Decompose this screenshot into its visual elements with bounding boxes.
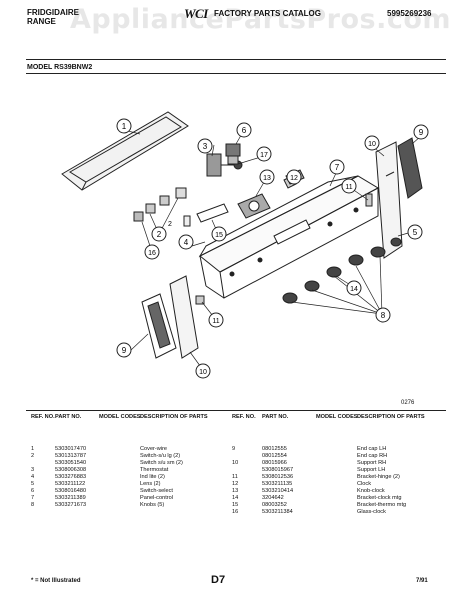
callout-12: 12: [286, 169, 302, 185]
callout-10-left: 10: [195, 363, 211, 379]
model-label: MODEL RS39BNW2: [27, 64, 93, 71]
callout-13: 13: [259, 169, 275, 185]
callout-label: 5: [413, 228, 418, 237]
callout-label: 12: [290, 175, 298, 182]
callout-label: 4: [184, 238, 189, 247]
part-knobs: [282, 237, 402, 304]
col-desc-left: DESCRIPTION OF PARTS: [140, 414, 208, 420]
part-bracket-hinge: [195, 193, 373, 305]
callout-2-lower: 2: [168, 221, 172, 228]
callout-label: 9: [122, 346, 127, 355]
document-number: 5995269236: [387, 9, 432, 18]
callouts: 1 2 3 4 5 6 7 8 9 9 10 10 11 11 12 13 14…: [116, 118, 429, 379]
callout-2: 2: [151, 226, 167, 242]
table-top-rule: [26, 410, 446, 411]
callout-5: 5: [407, 224, 423, 240]
part-support-rh: [375, 137, 423, 259]
callout-label: 11: [345, 184, 352, 191]
col-model-left: MODEL CODES: [99, 414, 141, 420]
callout-label: 1: [122, 122, 127, 131]
footnote: * = Not Illustrated: [31, 578, 81, 584]
callout-11-left: 11: [208, 312, 224, 328]
wci-logo: WCI: [184, 6, 208, 21]
col-desc-right: DESCRIPTION OF PARTS: [357, 414, 425, 420]
col-ref-right: REF. NO.: [232, 414, 256, 420]
callout-label: 2: [157, 230, 162, 239]
callout-label: 7: [335, 163, 340, 172]
callout-label: 17: [260, 152, 268, 159]
callout-label: 14: [350, 286, 358, 293]
callout-label: 15: [215, 232, 223, 239]
part-switch-select: [225, 143, 241, 165]
callout-3: 3: [197, 138, 213, 154]
callout-8: 8: [375, 307, 391, 323]
callout-9-left: 9: [116, 342, 132, 358]
product-type: RANGE: [27, 17, 56, 26]
callout-15: 15: [211, 226, 227, 242]
col-part-right: PART NO.: [262, 414, 289, 420]
part-cover-wire: [61, 111, 189, 191]
col-part-left: PART NO.: [55, 414, 82, 420]
part-switches: [133, 187, 191, 227]
brand-name: FRIDGIDAIRE: [27, 8, 79, 17]
revision-date: 7/91: [416, 578, 428, 584]
page-number: D7: [211, 574, 226, 586]
callout-label: 6: [242, 126, 247, 135]
callout-label: 10: [199, 369, 207, 376]
leader-lines: [123, 129, 422, 371]
callout-10-right: 10: [364, 135, 380, 151]
exploded-parts-diagram: 1 2 3 4 5 6 7 8 9 9 10 10 11 11 12 13 14…: [61, 111, 429, 379]
col-model-right: MODEL CODES: [316, 414, 358, 420]
callout-1: 1: [116, 118, 132, 134]
col-ref-left: REF. NO.: [31, 414, 55, 420]
part-support-lh: [141, 275, 199, 359]
callout-7: 7: [329, 159, 345, 175]
callout-label: 11: [212, 318, 219, 325]
callout-label: 16: [148, 250, 156, 257]
callout-17: 17: [256, 146, 272, 162]
part-clock: [196, 193, 271, 223]
callout-11-right: 11: [341, 178, 357, 194]
callout-label: 10: [368, 141, 376, 148]
figure-code: 0276: [401, 400, 415, 406]
callout-label: 3: [203, 142, 208, 151]
callout-label: 8: [381, 311, 386, 320]
callout-4: 4: [178, 234, 194, 250]
callout-14: 14: [346, 280, 362, 296]
callout-16: 16: [144, 244, 160, 260]
catalog-title: FACTORY PARTS CATALOG: [214, 9, 321, 18]
callout-label: 13: [263, 175, 271, 182]
part-panel-control: [198, 175, 380, 299]
callout-label: 9: [419, 128, 424, 137]
callout-label: 2: [168, 221, 172, 228]
callout-6: 6: [236, 122, 252, 138]
header-rule: [26, 59, 446, 60]
callout-9-right: 9: [413, 124, 429, 140]
model-rule: [26, 73, 446, 74]
